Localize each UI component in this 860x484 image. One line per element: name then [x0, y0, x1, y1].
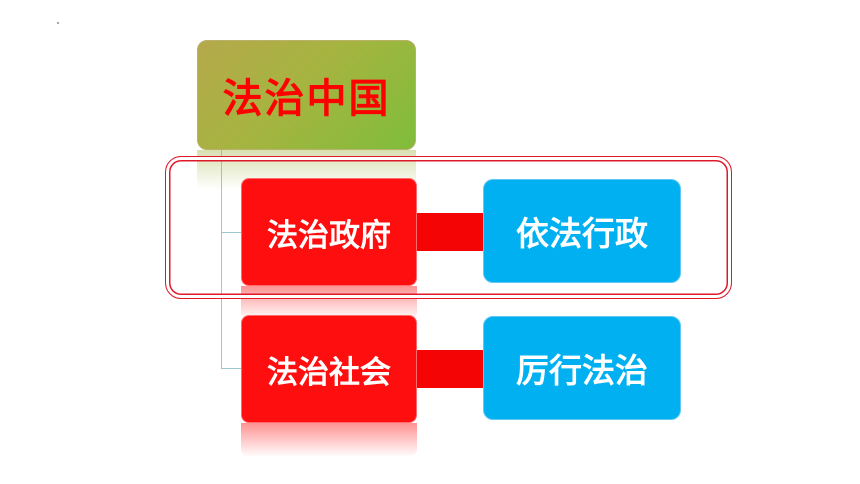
branch-node-2-reflection: [241, 423, 417, 457]
highlight-frame: [165, 156, 732, 299]
branch-node-1-label: 法治政府: [267, 217, 391, 254]
tree-branch-line-2: [221, 368, 241, 369]
branch-connector-2: [417, 350, 484, 388]
target-node-2: 厉行法治: [483, 316, 681, 420]
target-node-2-label: 厉行法治: [516, 351, 648, 390]
branch-node-1-reflection: [241, 286, 417, 320]
branch-node-2-label: 法治社会: [267, 354, 391, 391]
root-node: 法治中国: [197, 40, 416, 150]
target-node-1-label: 依法行政: [516, 214, 648, 253]
branch-node-2: 法治社会: [241, 315, 417, 423]
branch-connector-1: [417, 213, 484, 251]
stray-dot: [57, 22, 59, 24]
branch-node-1: 法治政府: [241, 178, 417, 286]
tree-trunk-line: [221, 150, 222, 369]
root-node-label: 法治中国: [222, 76, 391, 122]
target-node-1: 依法行政: [483, 179, 681, 283]
tree-branch-line-1: [221, 232, 241, 233]
